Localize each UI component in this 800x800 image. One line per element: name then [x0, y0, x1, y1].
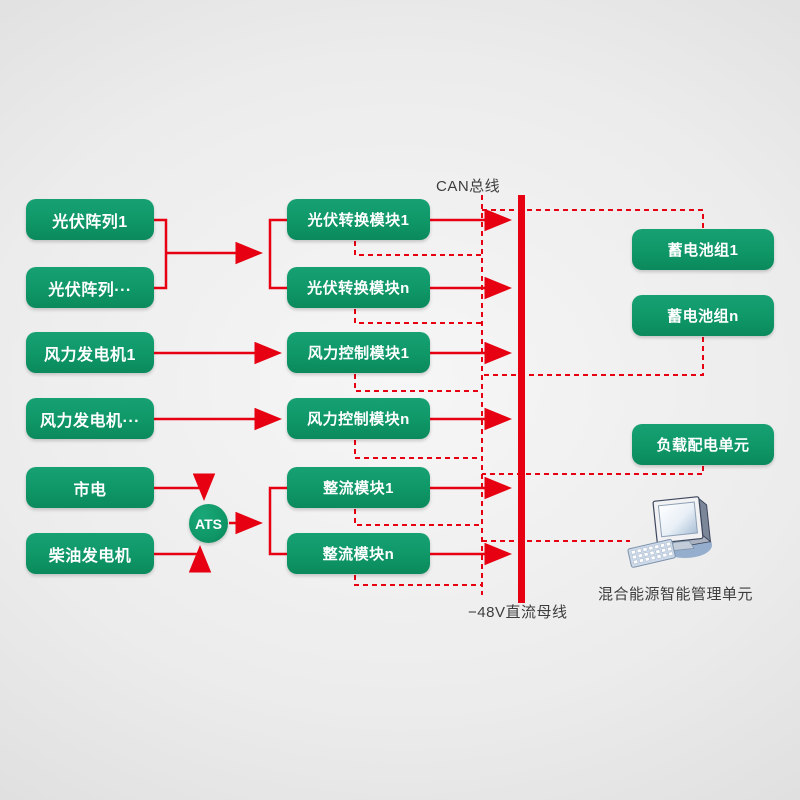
unit-box-battery-group-1: 蓄电池组1	[632, 229, 774, 270]
module-box-pv-converter-1: 光伏转换模块1	[287, 199, 430, 240]
computer-icon	[627, 496, 712, 568]
source-box-wind-generator-n: 风力发电机···	[26, 398, 154, 439]
source-box-wind-generator-1: 风力发电机1	[26, 332, 154, 373]
dc-bus-label: −48V直流母线	[468, 604, 568, 621]
source-box-diesel-generator: 柴油发电机	[26, 533, 154, 574]
management-unit-label: 混合能源智能管理单元	[598, 586, 754, 603]
source-box-pv-array-n: 光伏阵列···	[26, 267, 154, 308]
source-box-mains-power: 市电	[26, 467, 154, 508]
ats-switch: ATS	[189, 504, 228, 543]
module-box-wind-controller-n: 风力控制模块n	[287, 398, 430, 439]
solid-power-lines	[153, 208, 512, 573]
unit-box-load-distribution: 负载配电单元	[632, 424, 774, 465]
module-box-wind-controller-1: 风力控制模块1	[287, 332, 430, 373]
can-bus-label: CAN总线	[436, 178, 501, 195]
unit-box-battery-group-n: 蓄电池组n	[632, 295, 774, 336]
module-box-rectifier-1: 整流模块1	[287, 467, 430, 508]
computer-keyboard	[627, 538, 676, 568]
can-bus-dashed-lines	[354, 195, 704, 595]
dc-bus-bar	[518, 195, 525, 603]
module-box-rectifier-n: 整流模块n	[287, 533, 430, 574]
computer-monitor	[652, 496, 712, 552]
source-box-pv-array-1: 光伏阵列1	[26, 199, 154, 240]
module-box-pv-converter-n: 光伏转换模块n	[287, 267, 430, 308]
